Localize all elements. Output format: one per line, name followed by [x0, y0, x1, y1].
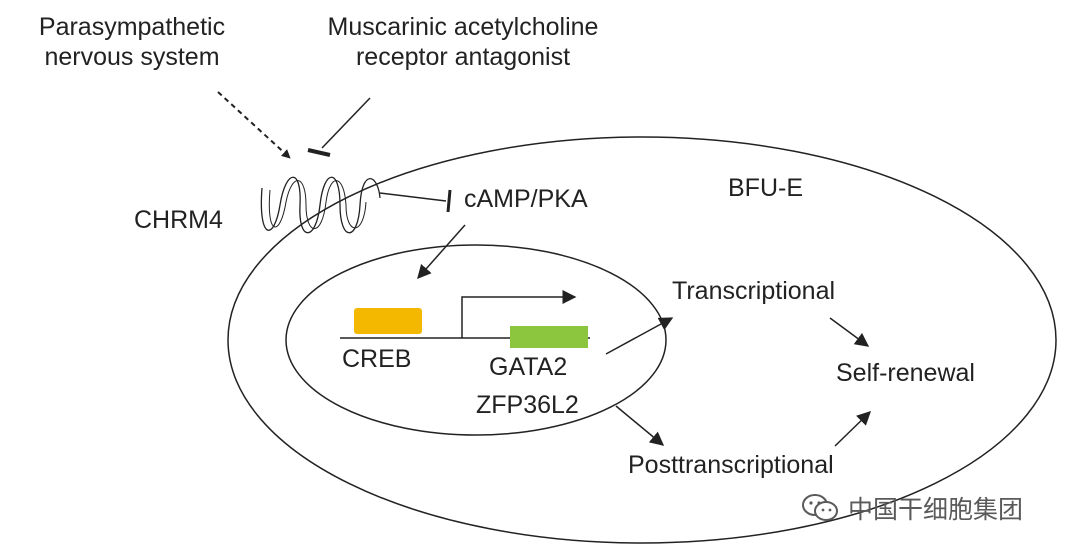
watermark: 中国干细胞集团 — [800, 490, 1023, 526]
bfu-e-label: BFU-E — [728, 174, 803, 202]
transcriptional-to-self-renewal-arrow — [829, 317, 870, 347]
chrm4-label: CHRM4 — [134, 206, 223, 234]
antagonist-line — [321, 97, 371, 149]
parasympathetic-label: Parasympathetic nervous system — [14, 12, 250, 72]
camp-pka-label: cAMP/PKA — [464, 185, 588, 213]
creb-box — [354, 308, 422, 334]
wechat-icon — [802, 494, 838, 521]
transcriptional-label: Transcriptional — [672, 277, 836, 305]
watermark-text: 中国干细胞集团 — [848, 495, 1024, 524]
parasympathetic-label-line1: Parasympathetic — [38, 13, 226, 41]
antagonist-label-line2: receptor antagonist — [355, 43, 571, 71]
transcription-start-arrow — [461, 290, 577, 338]
cell-membrane — [227, 136, 1057, 544]
receptor-to-camp-line — [379, 192, 447, 202]
antagonist-block-bar — [307, 148, 331, 157]
parasympathetic-label-line2: nervous system — [44, 43, 220, 71]
chrm4-receptor-coil — [260, 176, 381, 234]
camp-block-bar — [446, 189, 452, 213]
antagonist-label: Muscarinic acetylcholine receptor antago… — [298, 12, 628, 72]
camp-to-creb-arrow — [417, 224, 466, 280]
gata2-label: GATA2 — [489, 353, 568, 381]
chrm4-receptor-coil-inner — [268, 180, 367, 230]
zfp36l2-to-posttranscriptional-arrow — [615, 405, 665, 446]
posttranscriptional-label: Posttranscriptional — [628, 451, 834, 479]
gata2-to-transcriptional-arrow — [605, 317, 674, 355]
antagonist-label-line1: Muscarinic acetylcholine — [327, 13, 599, 41]
nucleus — [285, 244, 667, 436]
zfp36l2-label: ZFP36L2 — [476, 391, 579, 419]
creb-label: CREB — [342, 345, 412, 373]
parasympathetic-arrow — [217, 91, 291, 159]
gata2-gene-box — [510, 326, 588, 348]
posttranscriptional-to-self-renewal-arrow — [834, 411, 872, 447]
self-renewal-label: Self-renewal — [836, 359, 975, 387]
